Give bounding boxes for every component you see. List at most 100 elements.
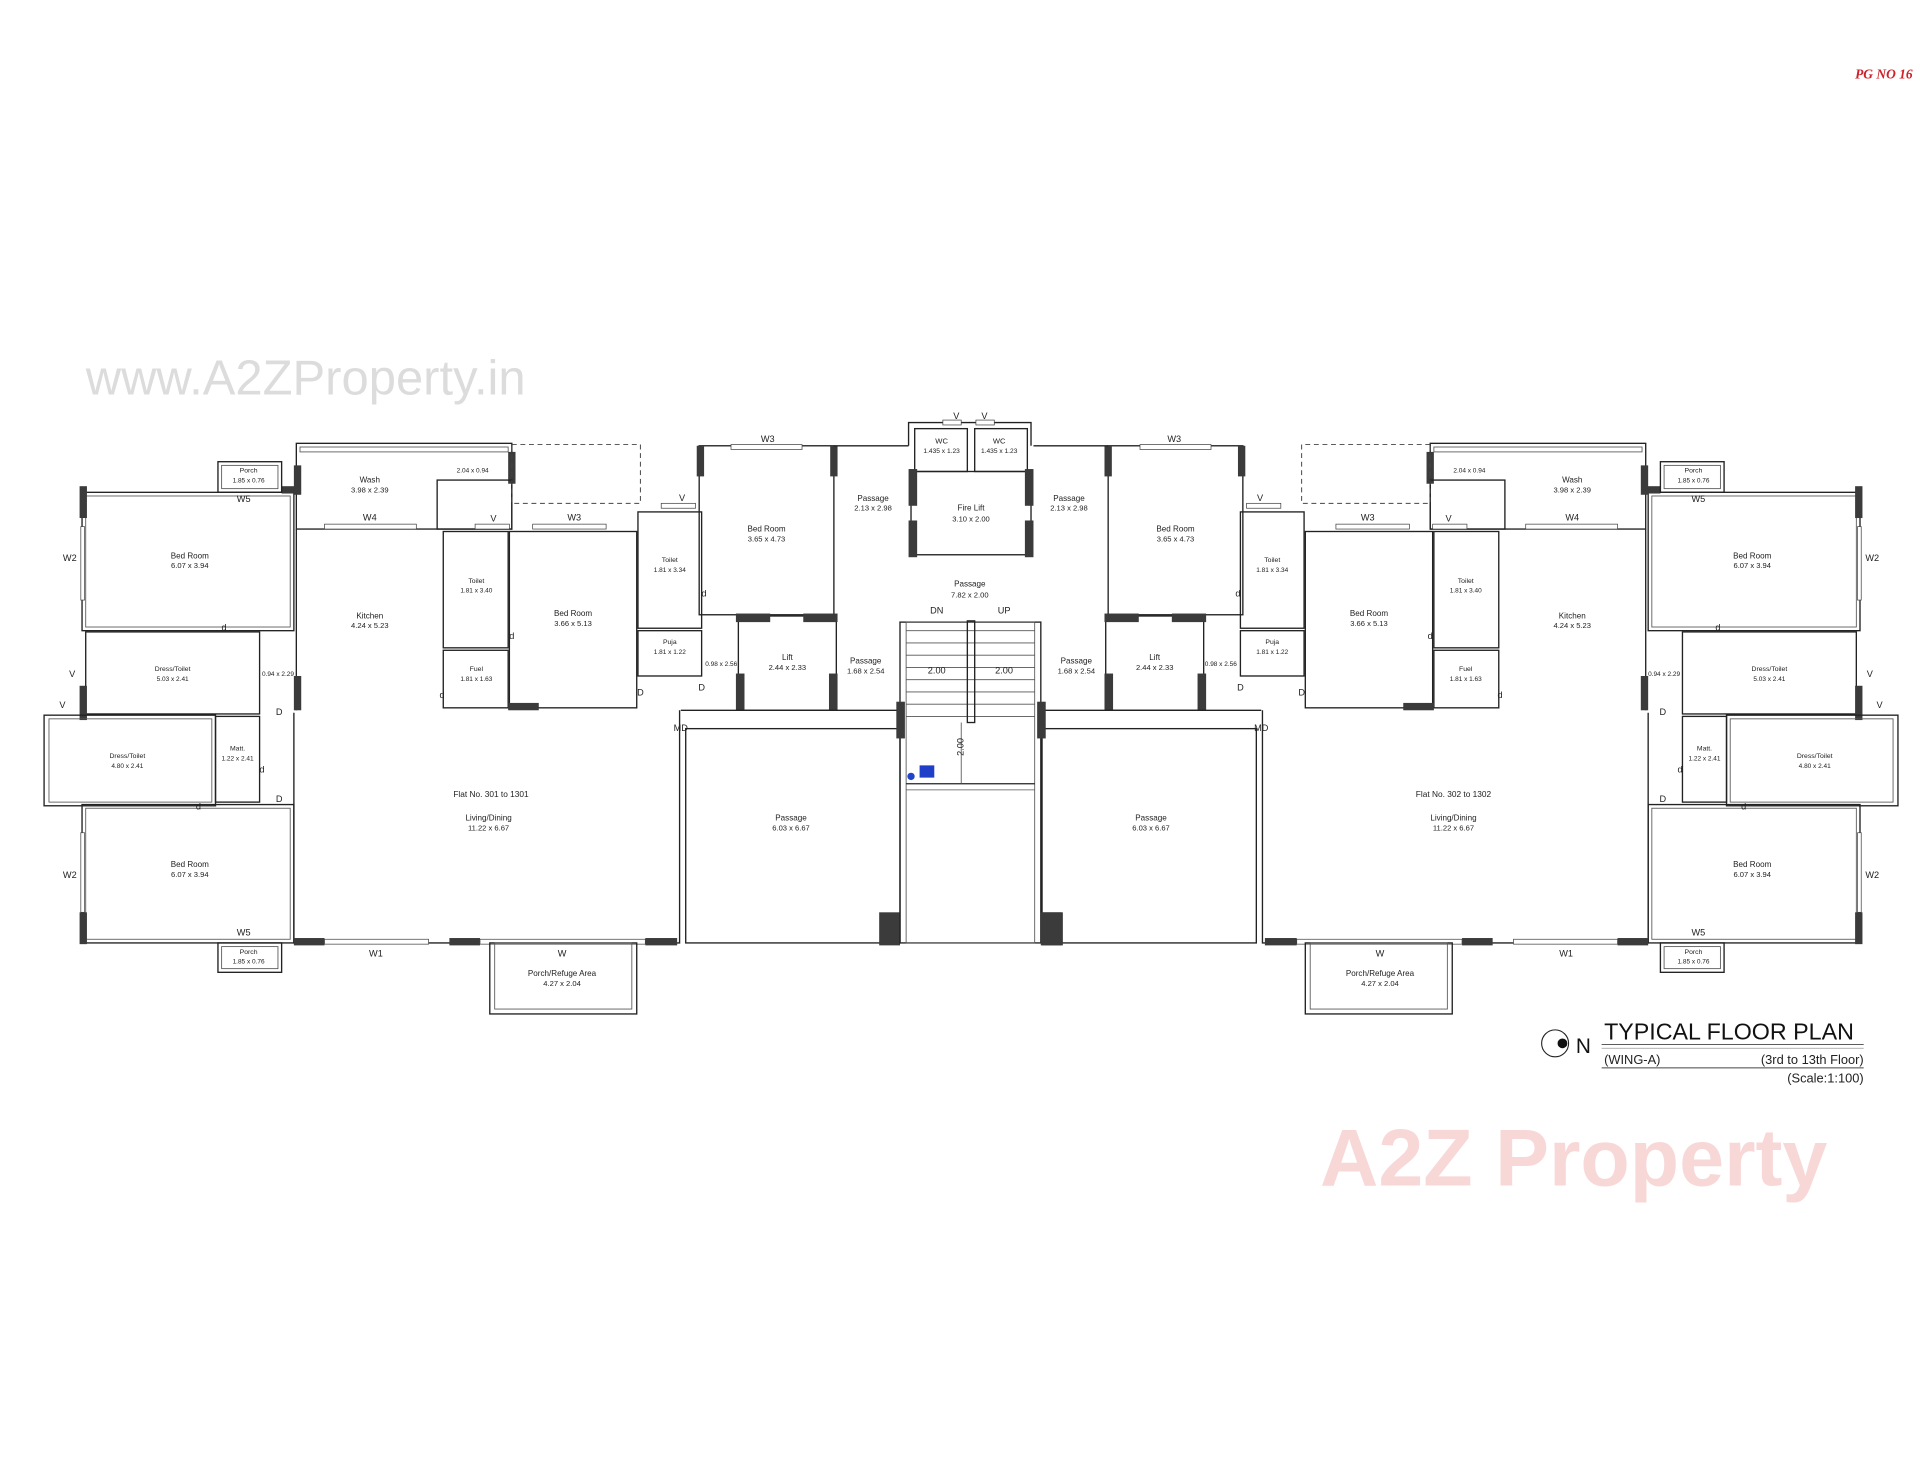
room-name: Passage [1135, 813, 1167, 822]
room-name: Wash [1562, 476, 1582, 485]
room-dimensions: 6.07 x 3.94 [1733, 870, 1771, 879]
stair-down-label: DN [930, 606, 943, 616]
room-name: Lift [1149, 653, 1161, 662]
room-dimensions: 1.85 x 0.76 [233, 478, 265, 485]
room-name: Passage [850, 657, 882, 666]
room-dimensions: 1.68 x 2.54 [847, 667, 885, 676]
room-dimensions: 2.44 x 2.33 [769, 663, 807, 672]
opening-tag: d [1428, 631, 1433, 641]
opening-tag: V [490, 514, 497, 524]
room-dimensions: 1.81 x 3.34 [1256, 567, 1288, 574]
room-name: Porch [240, 949, 258, 956]
opening-tag: d [1715, 623, 1720, 633]
room-dimensions: 2.13 x 2.98 [1050, 504, 1088, 513]
opening-tag: W4 [363, 512, 377, 522]
opening-tag: V [69, 669, 76, 679]
flat-number-left: Flat No. 301 to 1301 [453, 789, 529, 799]
room-dimensions: 11.22 x 6.67 [1433, 823, 1474, 832]
room-name: Porch/Refuge Area [1346, 969, 1415, 978]
room-name: Bed Room [1733, 551, 1771, 560]
room-name: Kitchen [1559, 611, 1586, 620]
wc-left-dim: 1.435 x 1.23 [923, 448, 960, 455]
room-name: Bed Room [554, 609, 592, 618]
vent-left: V [953, 411, 960, 421]
room-name: Wash [360, 476, 380, 485]
room-dimensions: 5.03 x 2.41 [1753, 676, 1785, 683]
room-name: Toilet [468, 578, 484, 585]
lobby-dim: 7.82 x 2.00 [951, 591, 989, 600]
north-arrow-icon [1541, 1029, 1570, 1058]
watermark-url-text: www.A2ZProperty.in [85, 351, 526, 405]
lobby-name: Passage [954, 580, 986, 589]
room-dimensions: 1.22 x 2.41 [1688, 755, 1720, 762]
opening-tag: V [1877, 700, 1884, 710]
room-name: Porch/Refuge Area [528, 969, 597, 978]
opening-tag: W5 [1691, 494, 1705, 504]
room-name: Toilet [1264, 557, 1280, 564]
room-dimensions: 4.27 x 2.04 [543, 979, 581, 988]
floors-label: (3rd to 13th Floor) [1761, 1052, 1864, 1067]
opening-tag: V [59, 700, 66, 710]
room-dimensions: 4.80 x 2.41 [1799, 763, 1831, 770]
room-name: Puja [663, 639, 677, 646]
room-dimensions: 0.94 x 2.29 [1648, 671, 1680, 678]
room-dimensions: 4.27 x 2.04 [1361, 979, 1399, 988]
opening-tag: d [1497, 690, 1502, 700]
room-dimensions: 1.81 x 1.63 [460, 676, 492, 683]
stair-up-label: UP [998, 606, 1011, 616]
opening-tag: W2 [63, 870, 77, 880]
room-name: Dress/Toilet [1752, 666, 1788, 673]
opening-tag: W [1376, 948, 1385, 958]
room-name: Fuel [470, 666, 484, 673]
room-name: Passage [775, 813, 807, 822]
room-dimensions: 2.13 x 2.98 [854, 504, 892, 513]
landing-depth: 2.00 [956, 738, 966, 756]
opening-tag: W3 [761, 434, 775, 444]
room-dimensions: 1.81 x 1.63 [1450, 676, 1482, 683]
room-name: Matt. [1697, 746, 1712, 753]
room-dimensions: 3.65 x 4.73 [748, 534, 786, 543]
watermark-logo: A2Z Property [1320, 1113, 1827, 1203]
room-dimensions: 1.81 x 3.40 [1450, 588, 1482, 595]
flight-width-right: 2.00 [995, 666, 1013, 676]
room-name: Porch [1685, 949, 1703, 956]
opening-tag: d [1235, 588, 1240, 598]
room-dimensions: 0.94 x 2.29 [262, 671, 294, 678]
core-labels: WC 1.435 x 1.23 WC 1.435 x 1.23 V V Fire… [923, 411, 1017, 756]
room-dimensions: 4.24 x 5.23 [1553, 621, 1591, 630]
room-dimensions: 4.80 x 2.41 [111, 763, 143, 770]
opening-tag: D [698, 683, 705, 693]
room-dimensions: 6.07 x 3.94 [171, 561, 209, 570]
room-dimensions: 0.98 x 2.56 [705, 661, 737, 668]
vent-right: V [981, 411, 988, 421]
opening-tag: V [679, 493, 686, 503]
room-dimensions: 6.03 x 6.67 [772, 823, 810, 832]
room-dimensions: 1.85 x 0.76 [1677, 959, 1709, 966]
wc-right-name: WC [993, 436, 1006, 445]
room-name: Passage [1061, 657, 1093, 666]
opening-tag: d [702, 588, 707, 598]
opening-tag: D [1237, 683, 1244, 693]
room-name: Lift [782, 653, 794, 662]
opening-tag: MD [674, 723, 689, 733]
north-label: N [1576, 1035, 1591, 1058]
room-dimensions: 3.98 x 2.39 [351, 485, 389, 494]
room-dimensions: 3.65 x 4.73 [1157, 534, 1195, 543]
room-name: Bed Room [171, 551, 209, 560]
room-name: Bed Room [1350, 609, 1388, 618]
opening-tag: W [558, 948, 567, 958]
room-dimensions: 3.66 x 5.13 [1350, 619, 1388, 628]
opening-tag: W1 [1559, 948, 1573, 958]
room-name: Porch [240, 468, 258, 475]
opening-tag: W4 [1565, 512, 1579, 522]
room-name: Toilet [1458, 578, 1474, 585]
scale-label: (Scale:1:100) [1787, 1071, 1863, 1086]
opening-tag: D [1660, 794, 1667, 804]
room-dimensions: 2.44 x 2.33 [1136, 663, 1174, 672]
wing-label: (WING-A) [1604, 1052, 1660, 1067]
room-name: Bed Room [747, 525, 785, 534]
room-name: Passage [857, 494, 889, 503]
room-dimensions: 2.04 x 0.94 [1453, 468, 1485, 475]
